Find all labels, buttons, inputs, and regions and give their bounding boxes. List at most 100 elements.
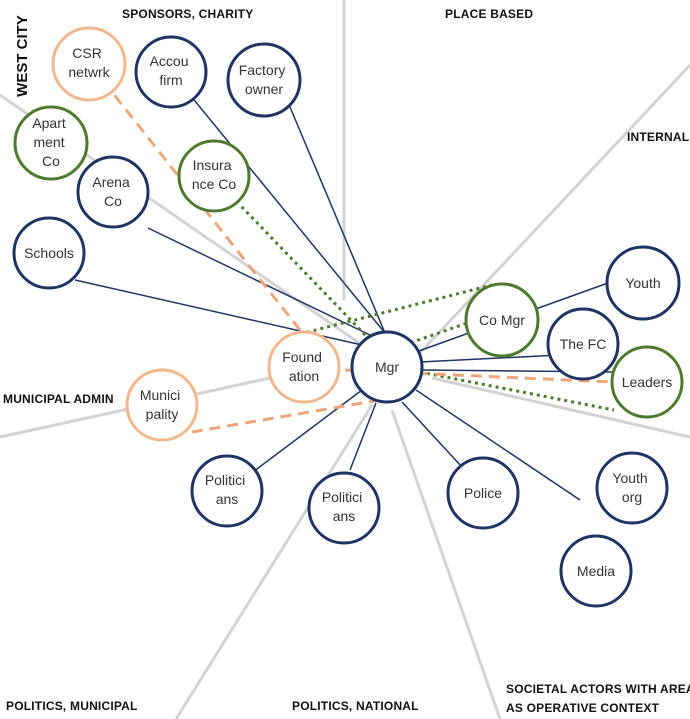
- node-accou-line1: Accou: [150, 53, 189, 69]
- node-thefc[interactable]: The FC: [546, 307, 620, 381]
- sector-label-internal: INTERNAL: [627, 130, 689, 144]
- node-foundation-line2: ation: [289, 368, 319, 384]
- node-police-line1: Police: [464, 485, 502, 501]
- node-apartment-circle: [13, 105, 89, 181]
- node-leaders-line1: Leaders: [622, 374, 673, 390]
- node-youth-line1: Youth: [625, 275, 660, 291]
- node-foundation-line1: Found: [282, 349, 322, 365]
- node-accou[interactable]: Accou firm: [134, 35, 208, 109]
- sector-line-lower-right: [390, 409, 502, 719]
- svg-text:Politici ans: Politici ans: [322, 489, 366, 524]
- svg-text:CSR netwrk: CSR netwrk: [68, 45, 110, 80]
- node-media-line1: Media: [577, 563, 615, 579]
- svg-text:Mgr: Mgr: [375, 359, 399, 375]
- nodes: CSR netwrk Accou firm Factory owner Apar…: [12, 26, 684, 608]
- svg-text:Co Mgr: Co Mgr: [479, 312, 525, 328]
- node-leaders[interactable]: Leaders: [610, 345, 684, 419]
- node-factory-circle: [226, 42, 302, 118]
- svg-text:Apart ment Co: Apart ment Co: [32, 115, 69, 169]
- svg-text:Schools: Schools: [24, 245, 74, 261]
- sector-line-lower-left: [174, 404, 374, 719]
- svg-text:The FC: The FC: [560, 336, 607, 352]
- link-foundation-comgr: [299, 283, 493, 336]
- node-factory[interactable]: Factory owner: [226, 42, 302, 118]
- node-politicians-national-line2: ans: [333, 508, 356, 524]
- link-mgr-politicians-m: [252, 389, 363, 473]
- node-youth-circle: [605, 245, 681, 321]
- svg-text:Accou firm: Accou firm: [150, 53, 193, 88]
- sector-label-place-based: PLACE BASED: [445, 7, 533, 21]
- node-csr-line2: netwrk: [68, 64, 110, 80]
- svg-text:Factory owner: Factory owner: [239, 62, 290, 97]
- node-arena-line2: Co: [104, 193, 122, 209]
- sector-label-sponsors: SPONSORS, CHARITY: [122, 7, 253, 21]
- svg-text:Leaders: Leaders: [622, 374, 673, 390]
- node-youth-org-circle: [595, 451, 669, 525]
- link-mgr-accou: [189, 94, 386, 334]
- node-apartment[interactable]: Apart ment Co: [13, 105, 89, 181]
- svg-text:Youth org: Youth org: [612, 470, 651, 505]
- sector-line-right: [431, 376, 690, 439]
- node-media-circle: [559, 534, 633, 608]
- node-schools[interactable]: Schools: [12, 216, 86, 290]
- node-municipality-line2: pality: [146, 406, 179, 422]
- link-mgr-politicians-n: [349, 402, 377, 471]
- title-west-city: WEST CITY: [14, 15, 31, 97]
- node-arena[interactable]: Arena Co: [76, 155, 150, 229]
- node-politicians-municipal[interactable]: Politici ans: [190, 454, 264, 528]
- node-politicians-municipal-line1: Politici: [205, 472, 245, 488]
- node-police[interactable]: Police: [446, 456, 520, 530]
- node-youth-org[interactable]: Youth org: [595, 451, 669, 525]
- node-youth-org-line2: org: [622, 489, 642, 505]
- node-municipality-line1: Munici: [140, 387, 180, 403]
- node-insurance-line2: nce Co: [192, 176, 237, 192]
- node-arena-line1: Arena: [92, 174, 130, 190]
- node-apartment-line2: ment: [33, 134, 64, 150]
- node-insurance[interactable]: Insura nce Co: [177, 139, 251, 213]
- node-apartment-line1: Apart: [32, 115, 66, 131]
- node-mgr-line1: Mgr: [375, 359, 399, 375]
- link-mgr-arena: [147, 227, 373, 337]
- node-politicians-national-circle: [307, 471, 381, 545]
- link-mgr-thefc: [419, 354, 561, 363]
- link-mgr-insurance: [238, 203, 372, 342]
- node-foundation[interactable]: Found ation: [267, 330, 341, 404]
- svg-text:Youth: Youth: [625, 275, 660, 291]
- node-schools-line1: Schools: [24, 245, 74, 261]
- link-mgr-factory: [289, 106, 386, 334]
- node-factory-line1: Factory: [239, 62, 286, 78]
- node-comgr-line1: Co Mgr: [479, 312, 525, 328]
- node-youth-org-line1: Youth: [612, 470, 647, 486]
- node-municipality[interactable]: Munici pality: [125, 368, 199, 442]
- node-politicians-national[interactable]: Politici ans: [307, 471, 381, 545]
- node-csr-line1: CSR: [72, 45, 102, 61]
- node-thefc-line1: The FC: [560, 336, 607, 352]
- svg-text:Media: Media: [577, 563, 615, 579]
- node-leaders-circle: [610, 345, 684, 419]
- node-csr-circle: [51, 26, 127, 102]
- svg-text:Politici ans: Politici ans: [205, 472, 249, 507]
- node-media[interactable]: Media: [559, 534, 633, 608]
- sector-label-societal-line2: AS OPERATIVE CONTEXT: [506, 701, 660, 715]
- node-csr[interactable]: CSR netwrk: [51, 26, 127, 102]
- node-police-circle: [446, 456, 520, 530]
- node-comgr[interactable]: Co Mgr: [464, 282, 540, 358]
- node-insurance-circle: [177, 139, 251, 213]
- sector-label-municipal-admin: MUNICIPAL ADMIN: [3, 392, 114, 406]
- node-mgr[interactable]: Mgr: [350, 330, 424, 404]
- link-mgr-youthorg: [415, 389, 581, 501]
- link-mgr-police: [401, 401, 463, 468]
- node-mgr-circle: [350, 330, 424, 404]
- svg-text:Arena Co: Arena Co: [92, 174, 133, 209]
- sector-label-societal-line1: SOCIETAL ACTORS WITH AREA: [506, 682, 690, 696]
- link-mgr-comgr: [403, 320, 471, 347]
- node-comgr-circle: [464, 282, 540, 358]
- sector-labels: WEST CITY SPONSORS, CHARITY PLACE BASED …: [3, 7, 690, 715]
- dotted-links: [238, 203, 615, 412]
- svg-text:Munici pality: Munici pality: [140, 387, 184, 422]
- node-politicians-municipal-circle: [190, 454, 264, 528]
- node-youth[interactable]: Youth: [605, 245, 681, 321]
- node-thefc-circle: [546, 307, 620, 381]
- sector-line-upper-right: [416, 63, 690, 357]
